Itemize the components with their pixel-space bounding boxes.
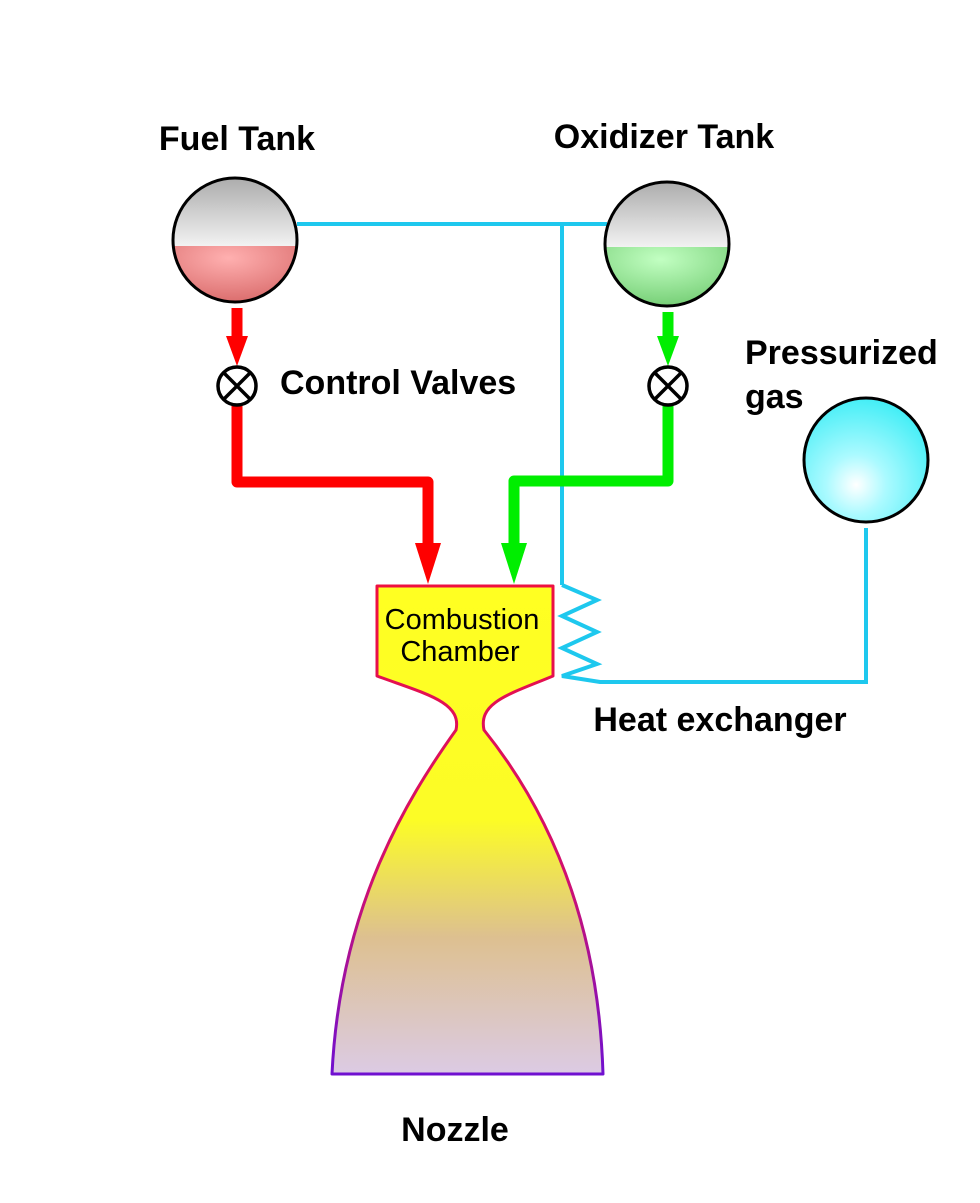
fuel-arrow-top-icon (226, 336, 248, 366)
nozzle-label: Nozzle (401, 1111, 509, 1149)
oxidizer-tank-label: Oxidizer Tank (554, 118, 775, 156)
fuel-line (226, 308, 441, 584)
pressurized-gas-tank (802, 396, 930, 524)
oxidizer-valve-icon (647, 365, 689, 407)
combustion-chamber-nozzle (330, 584, 605, 1076)
heat-exchanger-label: Heat exchanger (593, 701, 846, 739)
pressurized-gas-label-line2: gas (745, 378, 804, 416)
oxidizer-arrow-chamber-icon (501, 543, 527, 584)
fuel-tank-label: Fuel Tank (159, 120, 315, 158)
fuel-tank (171, 176, 299, 304)
combustion-chamber-label-line1: Combustion (385, 604, 540, 636)
pressurized-gas-label-line1: Pressurized (745, 334, 938, 372)
heat-exchanger-coil (557, 528, 868, 684)
oxidizer-tank (603, 180, 731, 308)
control-valves-label: Control Valves (280, 364, 516, 402)
oxidizer-line (501, 312, 679, 584)
fuel-valve-icon (216, 365, 258, 407)
combustion-chamber-label-line2: Chamber (400, 636, 520, 668)
pressurant-line (297, 222, 868, 684)
fuel-arrow-chamber-icon (415, 543, 441, 584)
oxidizer-arrow-top-icon (657, 336, 679, 366)
